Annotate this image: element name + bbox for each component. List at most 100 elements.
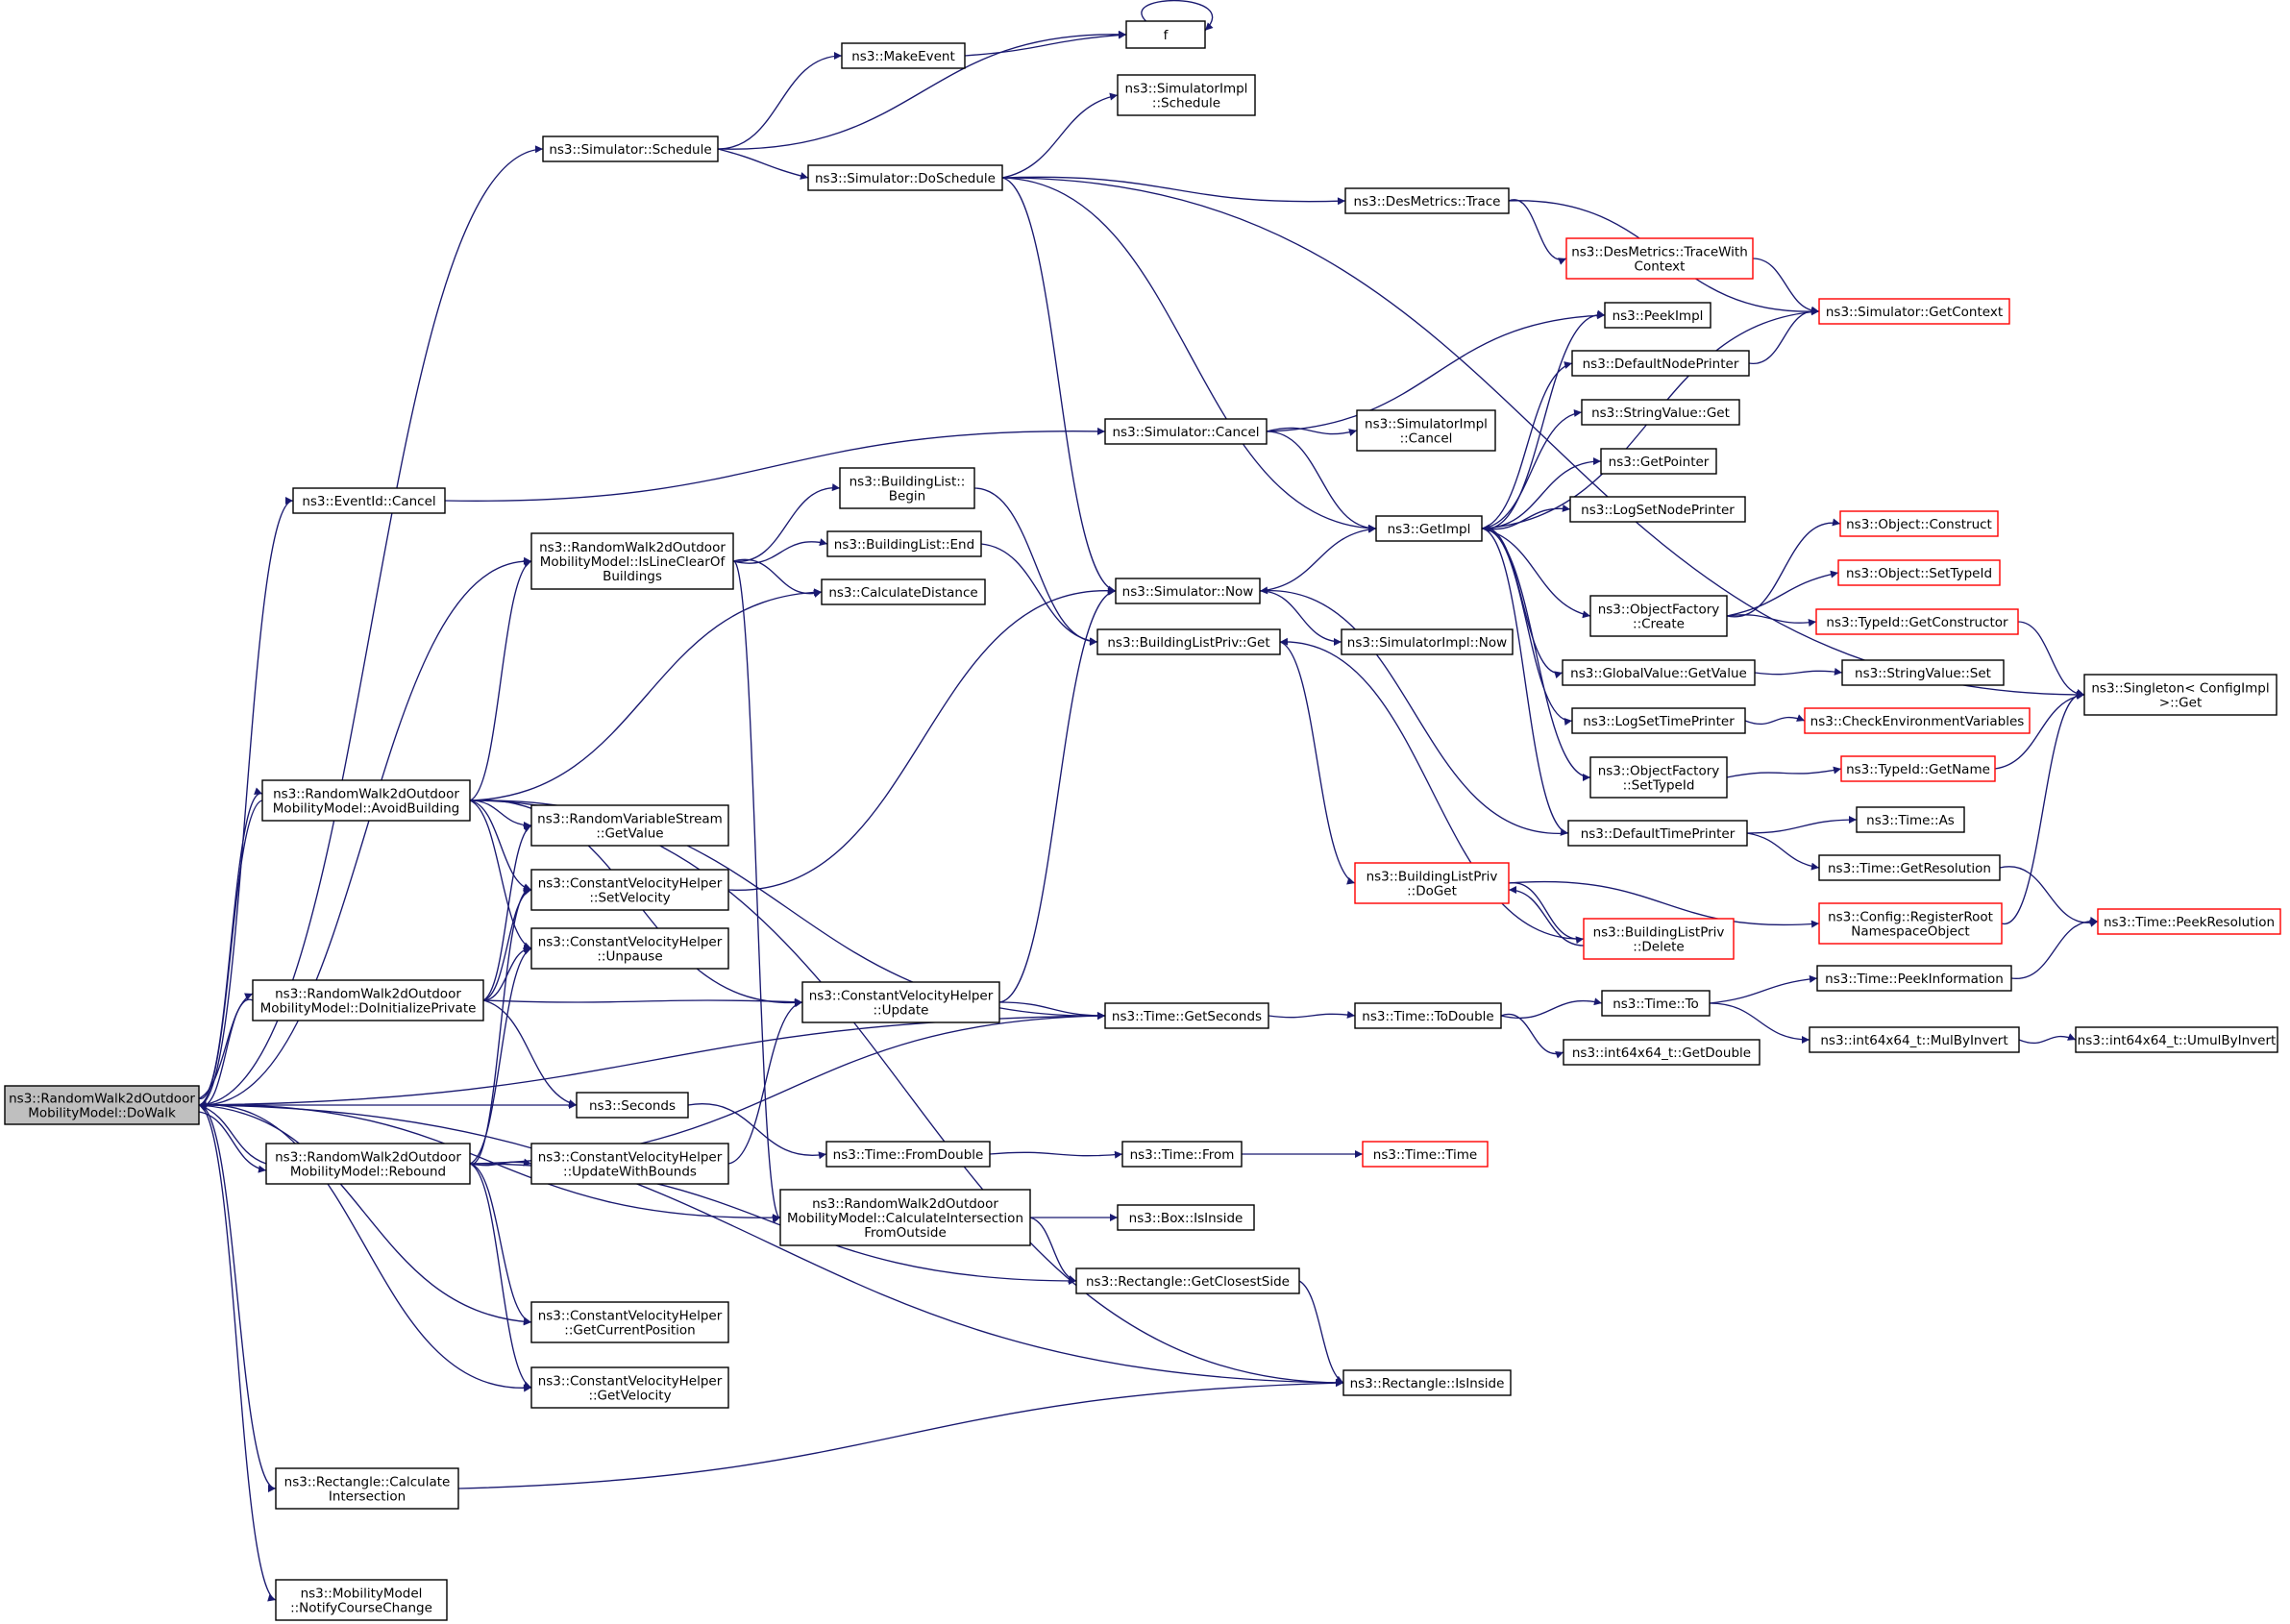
node-box[interactable] <box>530 869 729 911</box>
node-cvh_getvelocity[interactable]: ns3::ConstantVelocityHelper::GetVelocity <box>530 1366 729 1409</box>
node-sim_doschedule[interactable]: ns3::Simulator::DoSchedule <box>807 164 1003 191</box>
node-mm_notifycoursechange[interactable]: ns3::MobilityModel::NotifyCourseChange <box>275 1579 448 1621</box>
node-typeid_getconstructor[interactable]: ns3::TypeId::GetConstructor <box>1815 608 2019 635</box>
node-box[interactable] <box>4 1085 200 1125</box>
node-sim_schedule[interactable]: ns3::Simulator::Schedule <box>542 135 719 162</box>
node-box[interactable] <box>1362 1141 1489 1168</box>
node-box[interactable] <box>1600 448 1717 475</box>
node-box[interactable] <box>1604 302 1711 329</box>
node-avoidbuilding[interactable]: ns3::RandomWalk2dOutdoorMobilityModel::A… <box>261 779 471 822</box>
node-box[interactable] <box>1125 20 1206 49</box>
node-calcintersection_fromoutside[interactable]: ns3::RandomWalk2dOutdoorMobilityModel::C… <box>779 1189 1031 1246</box>
node-box[interactable] <box>826 530 982 557</box>
node-box[interactable] <box>1096 628 1281 655</box>
node-sim_getcontext[interactable]: ns3::Simulator::GetContext <box>1818 298 2010 325</box>
node-simimpl_cancel[interactable]: ns3::SimulatorImpl::Cancel <box>1356 409 1496 452</box>
node-int64_mulbyinvert[interactable]: ns3::int64x64_t::MulByInvert <box>1809 1026 2020 1053</box>
node-box[interactable] <box>530 1143 729 1185</box>
node-int64_getdouble[interactable]: ns3::int64x64_t::GetDouble <box>1563 1039 1761 1066</box>
node-box[interactable] <box>2075 1026 2278 1053</box>
node-box[interactable] <box>1589 595 1728 637</box>
node-getpointer[interactable]: ns3::GetPointer <box>1600 448 1717 475</box>
node-box[interactable] <box>2083 674 2278 716</box>
node-box[interactable] <box>1818 298 2010 325</box>
node-cvh_getcurrentposition[interactable]: ns3::ConstantVelocityHelper::GetCurrentP… <box>530 1301 729 1343</box>
node-typeid_getname[interactable]: ns3::TypeId::GetName <box>1840 755 1996 782</box>
node-rect_calcintersection[interactable]: ns3::Rectangle::CalculateIntersection <box>275 1467 459 1510</box>
node-time_to[interactable]: ns3::Time::To <box>1601 990 1711 1017</box>
node-box[interactable] <box>261 779 471 822</box>
node-box[interactable] <box>1571 350 1750 377</box>
node-makeevent[interactable]: ns3::MakeEvent <box>841 42 966 69</box>
node-box[interactable] <box>1115 578 1261 604</box>
node-box[interactable] <box>275 1579 448 1621</box>
node-simimpl_now[interactable]: ns3::SimulatorImpl::Now <box>1341 628 1514 655</box>
node-box[interactable] <box>841 42 966 69</box>
node-box[interactable] <box>801 981 1000 1023</box>
node-time_fromdouble[interactable]: ns3::Time::FromDouble <box>825 1141 991 1168</box>
node-box[interactable] <box>1809 1026 2020 1053</box>
node-rebound[interactable]: ns3::RandomWalk2dOutdoorMobilityModel::R… <box>265 1143 471 1185</box>
node-box[interactable] <box>825 1141 991 1168</box>
node-islineclear[interactable]: ns3::RandomWalk2dOutdoorMobilityModel::I… <box>530 532 734 590</box>
node-calculatedistance[interactable]: ns3::CalculateDistance <box>821 578 986 605</box>
node-rect_isinside[interactable]: ns3::Rectangle::IsInside <box>1342 1369 1512 1396</box>
node-box[interactable] <box>1818 854 2001 881</box>
node-time_as[interactable]: ns3::Time::As <box>1856 806 1965 833</box>
node-peekimpl[interactable]: ns3::PeekImpl <box>1604 302 1711 329</box>
node-time_peekresolution[interactable]: ns3::Time::PeekResolution <box>2097 908 2281 935</box>
node-objectfactory_create[interactable]: ns3::ObjectFactory::Create <box>1589 595 1728 637</box>
node-box[interactable] <box>292 487 446 514</box>
node-buildinglist_end[interactable]: ns3::BuildingList::End <box>826 530 982 557</box>
node-time_getresolution[interactable]: ns3::Time::GetResolution <box>1818 854 2001 881</box>
node-box_isinside[interactable]: ns3::Box::IsInside <box>1117 1204 1255 1231</box>
node-time_peekinformation[interactable]: ns3::Time::PeekInformation <box>1816 965 2012 992</box>
node-sim_now[interactable]: ns3::Simulator::Now <box>1115 578 1261 604</box>
node-time_time[interactable]: ns3::Time::Time <box>1362 1141 1489 1168</box>
node-logsetnodeprinter[interactable]: ns3::LogSetNodePrinter <box>1569 496 1746 523</box>
node-rvs_getvalue[interactable]: ns3::RandomVariableStream::GetValue <box>530 804 729 847</box>
node-objectfactory_settypeid[interactable]: ns3::ObjectFactory::SetTypeId <box>1589 756 1728 799</box>
node-box[interactable] <box>530 532 734 590</box>
node-box[interactable] <box>1804 707 2031 734</box>
node-time_getseconds[interactable]: ns3::Time::GetSeconds <box>1104 1002 1269 1029</box>
node-blpriv_delete[interactable]: ns3::BuildingListPriv::Delete <box>1583 918 1735 960</box>
node-box[interactable] <box>1104 418 1268 445</box>
node-stringvalue_get[interactable]: ns3::StringValue::Get <box>1581 399 1740 426</box>
node-logsettimeprinter[interactable]: ns3::LogSetTimePrinter <box>1571 707 1746 734</box>
node-box[interactable] <box>1565 237 1754 280</box>
node-box[interactable] <box>1816 965 2012 992</box>
node-box[interactable] <box>1856 806 1965 833</box>
node-eventid_cancel[interactable]: ns3::EventId::Cancel <box>292 487 446 514</box>
node-cvh_updatewithbounds[interactable]: ns3::ConstantVelocityHelper::UpdateWithB… <box>530 1143 729 1185</box>
node-sim_cancel[interactable]: ns3::Simulator::Cancel <box>1104 418 1268 445</box>
node-box[interactable] <box>1837 559 2001 586</box>
node-cvh_setvelocity[interactable]: ns3::ConstantVelocityHelper::SetVelocity <box>530 869 729 911</box>
node-blpriv_doget[interactable]: ns3::BuildingListPriv::DoGet <box>1354 862 1510 904</box>
node-seconds[interactable]: ns3::Seconds <box>576 1092 689 1119</box>
node-box[interactable] <box>1121 1141 1243 1168</box>
node-box[interactable] <box>1117 74 1256 116</box>
node-box[interactable] <box>839 467 975 509</box>
node-box[interactable] <box>1583 918 1735 960</box>
node-box[interactable] <box>530 804 729 847</box>
node-box[interactable] <box>576 1092 689 1119</box>
node-cvh_unpause[interactable]: ns3::ConstantVelocityHelper::Unpause <box>530 927 729 970</box>
node-box[interactable] <box>779 1189 1031 1246</box>
node-box[interactable] <box>530 927 729 970</box>
node-box[interactable] <box>1839 510 1999 537</box>
node-rect_getclosestside[interactable]: ns3::Rectangle::GetClosestSide <box>1075 1267 1300 1294</box>
node-box[interactable] <box>1375 515 1483 542</box>
node-box[interactable] <box>1342 1369 1512 1396</box>
node-box[interactable] <box>252 979 484 1021</box>
node-box[interactable] <box>1571 707 1746 734</box>
node-box[interactable] <box>1815 608 2019 635</box>
node-box[interactable] <box>265 1143 471 1185</box>
node-box[interactable] <box>1840 755 1996 782</box>
node-doinitializeprivate[interactable]: ns3::RandomWalk2dOutdoorMobilityModel::D… <box>252 979 484 1021</box>
node-box[interactable] <box>1354 862 1510 904</box>
node-box[interactable] <box>1569 496 1746 523</box>
node-object_settypeid[interactable]: ns3::Object::SetTypeId <box>1837 559 2001 586</box>
